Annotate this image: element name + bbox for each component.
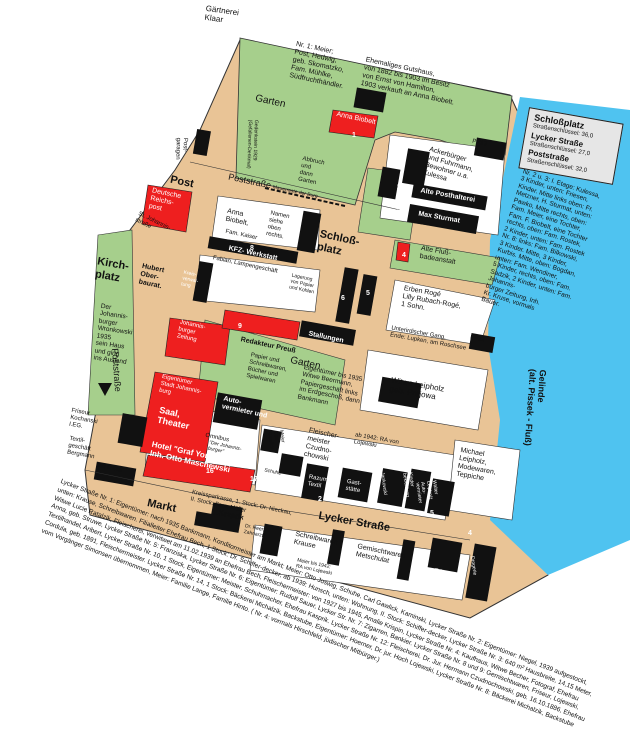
building-number: 4 (402, 252, 406, 259)
building-number: 3 (400, 508, 404, 515)
building-number: 2 (397, 184, 401, 191)
garden-alte-flussbad (389, 239, 501, 286)
block-bottom-row (249, 524, 471, 601)
building-number: 16 (206, 468, 214, 475)
label-meier-carl: Meier Carl Gawlick (266, 429, 286, 450)
label-garagen: Post- garagen (174, 137, 188, 160)
building-number: 9 (238, 323, 242, 330)
building-anna-biobelt-red (328, 109, 379, 139)
building-number: 5 (430, 510, 434, 517)
label-gaststaette: Gast- stätte (345, 478, 362, 495)
mauerreste-line (264, 187, 346, 207)
building-number: 2 (318, 496, 322, 503)
building-number: 8 (250, 245, 254, 252)
road-edge-poststrasse (189, 161, 401, 211)
building-zeitung-red (164, 317, 231, 366)
building-number: 7 (215, 275, 219, 282)
building-number: 5 (366, 290, 370, 297)
building-number: 6 (341, 295, 345, 302)
building-number: 3 (397, 206, 401, 213)
label-hubert: Hubert Ober- baurat. (137, 262, 165, 291)
building-4-red (395, 241, 411, 263)
label-fleischer: Fleischer- meister Czudno- chowski (303, 427, 340, 463)
north-arrow-icon (98, 383, 112, 396)
label-walter: Walter Leipholz Auto- vermieter (413, 479, 439, 504)
garden-kirchplatz (87, 229, 136, 416)
label-gedenkstein: Gedenkstein 1929 (Gefallenen-Denkmal) (245, 119, 259, 169)
building-hotel-red (142, 454, 256, 493)
label-kirchplatz: Kirch- platz (94, 255, 130, 285)
building-number: 1 (352, 132, 356, 139)
building-reichspost-red (141, 184, 193, 233)
river-gelinde (488, 97, 630, 575)
building-number: 4 (468, 530, 472, 537)
black-buildings (93, 87, 507, 602)
garden-leipholz (359, 349, 489, 431)
building-number: 17 (250, 476, 258, 483)
building-9-red (221, 309, 301, 341)
block-anna-biobelt (211, 195, 321, 251)
road-edge-lycker (84, 469, 471, 541)
label-michael-leipholz: Michael Leipholz, Modewaren, Teppiche (455, 446, 497, 483)
